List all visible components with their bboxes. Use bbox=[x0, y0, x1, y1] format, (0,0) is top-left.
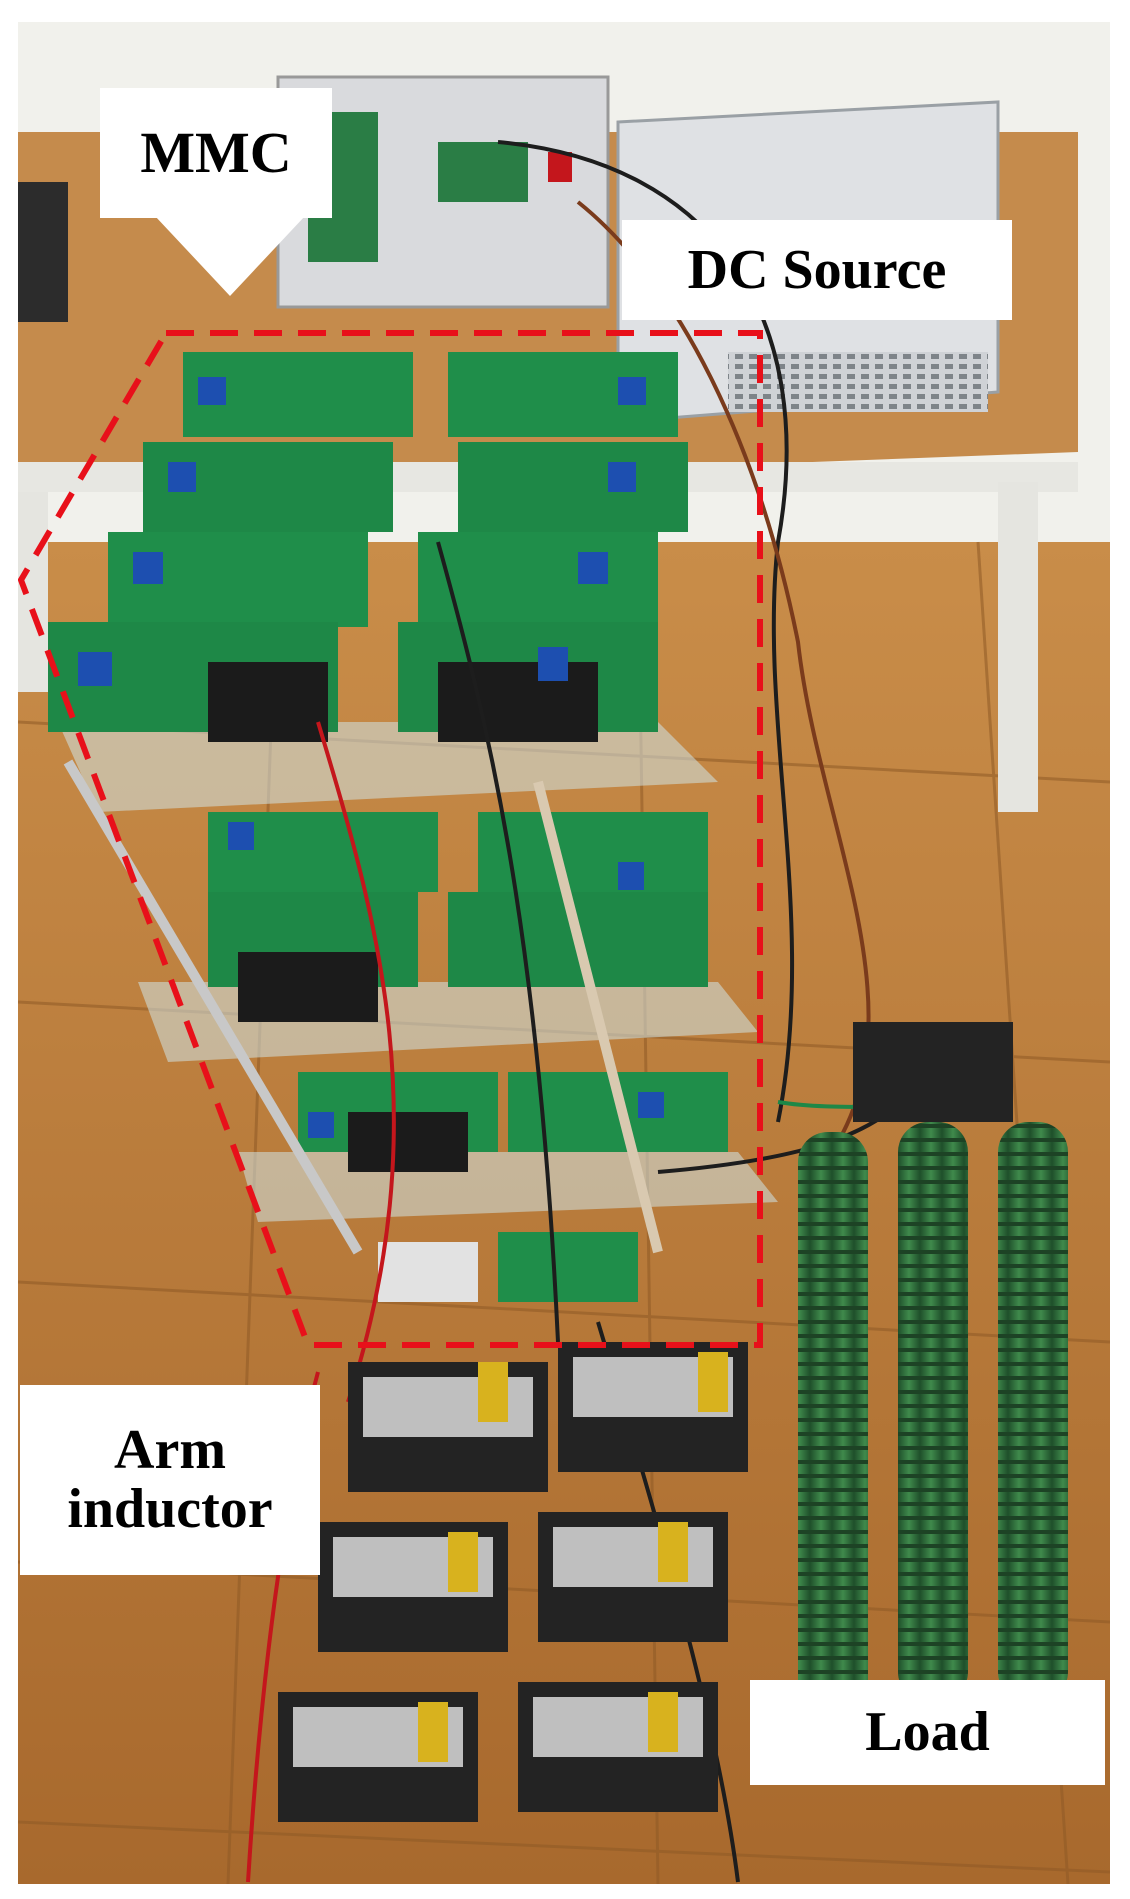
arm-inductor-label-line1: Arm bbox=[114, 1419, 226, 1482]
arm-inductors bbox=[278, 1342, 748, 1822]
dc-source-label: DC Source bbox=[622, 220, 1012, 320]
load-inductor bbox=[853, 1022, 1013, 1122]
arm-inductor-label: Arm inductor bbox=[20, 1385, 320, 1575]
desk-leg bbox=[998, 482, 1038, 812]
load-resistors bbox=[798, 1122, 1068, 1712]
load-label-text: Load bbox=[865, 1701, 990, 1764]
mmc-label-pointer bbox=[155, 216, 305, 296]
load-label: Load bbox=[750, 1680, 1105, 1785]
mmc-label: MMC bbox=[100, 88, 332, 218]
dc-source-label-text: DC Source bbox=[687, 238, 947, 301]
mmc-label-text: MMC bbox=[140, 119, 292, 185]
arm-inductor-label-line2: inductor bbox=[67, 1478, 273, 1540]
